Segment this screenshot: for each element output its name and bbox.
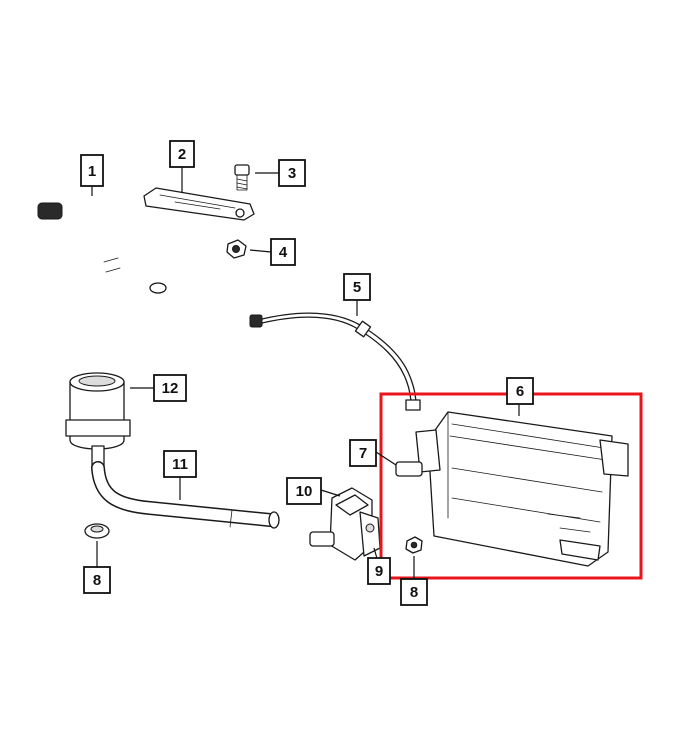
part-1-hose bbox=[37, 199, 167, 326]
callout-7-label: 7 bbox=[359, 445, 367, 462]
callout-6: 6 bbox=[506, 377, 534, 405]
callout-9-label: 9 bbox=[375, 563, 383, 580]
callout-3-label: 3 bbox=[288, 165, 296, 182]
part-4-nut bbox=[226, 239, 247, 259]
part-8-grommet-left bbox=[84, 523, 110, 539]
callout-10: 10 bbox=[286, 477, 322, 505]
callout-8-left: 8 bbox=[83, 566, 111, 594]
part-10-valve bbox=[309, 487, 381, 561]
part-11-hose bbox=[91, 461, 280, 529]
callout-10-label: 10 bbox=[296, 483, 313, 500]
callout-6-label: 6 bbox=[516, 383, 524, 400]
part-12-filter bbox=[65, 372, 131, 471]
callout-11: 11 bbox=[163, 450, 197, 478]
callout-4-label: 4 bbox=[279, 244, 288, 261]
callout-1: 1 bbox=[80, 154, 104, 187]
part-6-canister bbox=[395, 411, 629, 567]
callout-1-label: 1 bbox=[88, 163, 96, 180]
part-5-tube bbox=[249, 312, 421, 411]
leader-lines bbox=[91, 167, 520, 579]
callout-2-label: 2 bbox=[178, 146, 186, 163]
callout-12-label: 12 bbox=[162, 380, 179, 397]
part-3-bolt bbox=[234, 164, 250, 191]
callout-5: 5 bbox=[343, 273, 371, 301]
quick-connector bbox=[37, 202, 63, 220]
callout-11-label: 11 bbox=[172, 456, 188, 473]
part-2-bracket bbox=[143, 187, 255, 221]
callout-2: 2 bbox=[169, 140, 195, 168]
callout-3: 3 bbox=[278, 159, 306, 187]
callout-8-right: 8 bbox=[400, 578, 428, 606]
part-8-nut-right bbox=[405, 536, 423, 554]
callout-12: 12 bbox=[153, 374, 187, 402]
callout-5-label: 5 bbox=[353, 279, 361, 296]
callout-8-left-label: 8 bbox=[93, 572, 101, 589]
callout-8-right-label: 8 bbox=[410, 584, 418, 601]
hose-end bbox=[149, 282, 167, 294]
callout-9: 9 bbox=[367, 557, 391, 585]
callout-4: 4 bbox=[270, 238, 296, 266]
callout-7: 7 bbox=[349, 439, 377, 467]
